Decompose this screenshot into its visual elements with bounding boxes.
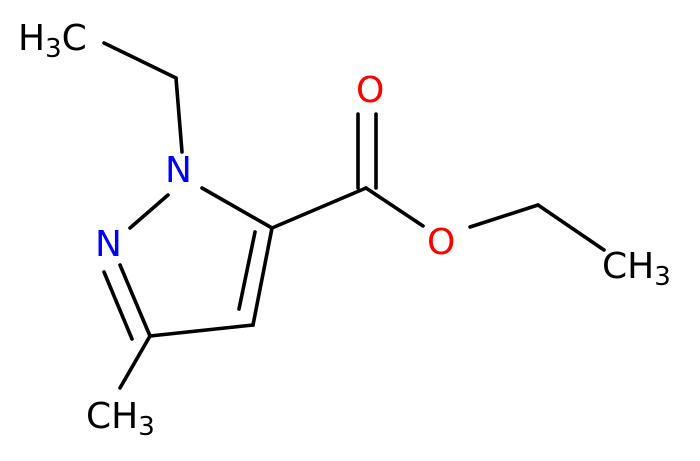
- bond-c-oester: [364, 186, 425, 228]
- bond-ch3-ch2: [102, 41, 178, 80]
- bond-ch2-n1: [174, 76, 184, 154]
- atom-h3c-top: H3C: [18, 18, 87, 64]
- bond-c4-c5: [251, 226, 274, 327]
- atom-n1: N: [165, 150, 192, 191]
- bond-c4-c5-double: [237, 230, 257, 311]
- bond-c3-ch3: [118, 334, 152, 390]
- bond-oester-ch2: [468, 203, 540, 229]
- bonds: [102, 41, 606, 390]
- atom-o-ester: O: [427, 222, 455, 263]
- atom-ch3-right: CH3: [602, 246, 671, 292]
- bond-n1-n2: [128, 193, 170, 230]
- bond-n2-c3-double: [102, 270, 134, 341]
- bond-c5-ccarbonyl: [270, 186, 368, 230]
- atom-labels: H3C N N O O CH3 CH3: [18, 18, 671, 442]
- bond-n1-c5: [200, 186, 274, 230]
- bond-ch2-ch3-right: [536, 203, 606, 252]
- atom-ch3-bottom: CH3: [86, 396, 155, 442]
- atom-n2: N: [95, 224, 122, 265]
- bond-n2-c3: [118, 263, 152, 338]
- atom-o-carbonyl: O: [356, 70, 384, 111]
- bond-c3-c4: [148, 323, 255, 338]
